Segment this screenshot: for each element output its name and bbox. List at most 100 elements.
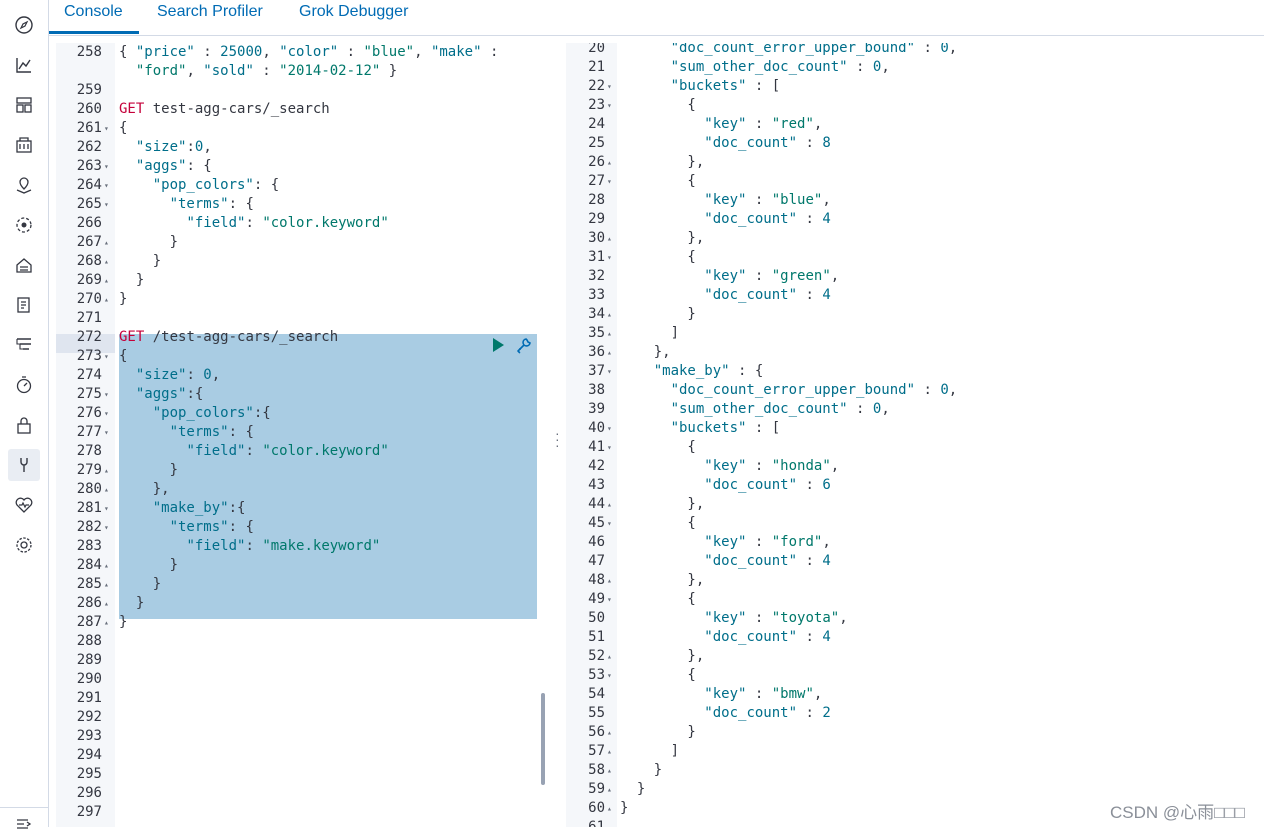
pane-resizer[interactable] (552, 43, 566, 827)
code-line: 265▾ "terms": { (56, 195, 552, 214)
fold-end-icon[interactable]: ▴ (104, 295, 109, 304)
line-number: 259 (76, 82, 102, 98)
resizer-handle-icon[interactable]: ··· (555, 425, 560, 453)
fold-end-icon[interactable]: ▴ (607, 652, 612, 661)
siem-icon[interactable] (14, 415, 34, 435)
fold-end-icon[interactable]: ▴ (104, 561, 109, 570)
line-number: 279 (76, 462, 102, 478)
fold-toggle-icon[interactable]: ▾ (607, 443, 612, 452)
code-text: "key" : "blue", (704, 192, 831, 208)
code-line: 27▾ { (566, 172, 1264, 191)
fold-toggle-icon[interactable]: ▾ (607, 519, 612, 528)
fold-toggle-icon[interactable]: ▾ (607, 177, 612, 186)
line-number: 264 (76, 177, 102, 193)
line-number: 283 (76, 538, 102, 554)
fold-toggle-icon[interactable]: ▾ (104, 200, 109, 209)
fold-end-icon[interactable]: ▴ (104, 466, 109, 475)
code-text: "doc_count" : 4 (704, 629, 831, 645)
code-line: 20 "doc_count_error_upper_bound" : 0, (566, 43, 1264, 58)
fold-end-icon[interactable]: ▴ (607, 747, 612, 756)
dev-tools-icon[interactable] (14, 455, 34, 475)
fold-end-icon[interactable]: ▴ (104, 485, 109, 494)
fold-end-icon[interactable]: ▴ (607, 728, 612, 737)
code-text: "key" : "green", (704, 268, 840, 284)
response-output[interactable]: 20 "doc_count_error_upper_bound" : 0,21 … (566, 43, 1264, 827)
request-editor[interactable]: 257{ "index" : {}}258{ "price" : 25000, … (56, 43, 552, 827)
fold-toggle-icon[interactable]: ▾ (607, 253, 612, 262)
code-text: }, (119, 481, 170, 497)
ml-icon[interactable] (14, 215, 34, 235)
line-number: 276 (76, 405, 102, 421)
tab-console[interactable]: Console (64, 3, 123, 20)
fold-toggle-icon[interactable]: ▾ (607, 595, 612, 604)
fold-end-icon[interactable]: ▴ (607, 766, 612, 775)
play-icon[interactable] (489, 336, 507, 354)
fold-end-icon[interactable]: ▴ (607, 310, 612, 319)
line-number: 34 (588, 306, 605, 322)
fold-toggle-icon[interactable]: ▾ (104, 504, 109, 513)
fold-end-icon[interactable]: ▴ (104, 238, 109, 247)
fold-end-icon[interactable]: ▴ (607, 804, 612, 813)
fold-end-icon[interactable]: ▴ (607, 234, 612, 243)
code-line: 32 "key" : "green", (566, 267, 1264, 286)
compass-icon[interactable] (14, 15, 34, 35)
line-number: 53 (588, 667, 605, 683)
fold-toggle-icon[interactable]: ▾ (607, 367, 612, 376)
fold-end-icon[interactable]: ▴ (104, 276, 109, 285)
fold-end-icon[interactable]: ▴ (607, 500, 612, 509)
apm-icon[interactable] (14, 335, 34, 355)
fold-end-icon[interactable]: ▴ (607, 348, 612, 357)
chart-icon[interactable] (14, 55, 34, 75)
fold-toggle-icon[interactable]: ▾ (104, 428, 109, 437)
line-number: 278 (76, 443, 102, 459)
editor-scrollbar[interactable] (541, 693, 545, 785)
code-line: 263▾ "aggs": { (56, 157, 552, 176)
line-number: 41 (588, 439, 605, 455)
fold-end-icon[interactable]: ▴ (607, 329, 612, 338)
dashboard-icon[interactable] (14, 95, 34, 115)
fold-toggle-icon[interactable]: ▾ (104, 352, 109, 361)
fold-toggle-icon[interactable]: ▾ (104, 124, 109, 133)
code-line: 286▴ } (56, 594, 552, 613)
code-line: 42 "key" : "honda", (566, 457, 1264, 476)
code-line: 293 (56, 727, 552, 746)
canvas-icon[interactable] (14, 135, 34, 155)
line-number: 266 (76, 215, 102, 231)
fold-toggle-icon[interactable]: ▾ (104, 523, 109, 532)
line-number: 267 (76, 234, 102, 250)
tab-search-profiler[interactable]: Search Profiler (157, 3, 263, 20)
fold-end-icon[interactable]: ▴ (607, 158, 612, 167)
logs-icon[interactable] (14, 295, 34, 315)
fold-toggle-icon[interactable]: ▾ (607, 101, 612, 110)
fold-end-icon[interactable]: ▴ (104, 618, 109, 627)
fold-end-icon[interactable]: ▴ (104, 599, 109, 608)
fold-end-icon[interactable]: ▴ (607, 576, 612, 585)
line-number: 58 (588, 762, 605, 778)
fold-toggle-icon[interactable]: ▾ (607, 671, 612, 680)
fold-toggle-icon[interactable]: ▾ (104, 390, 109, 399)
monitoring-icon[interactable] (14, 495, 34, 515)
line-number: 38 (588, 382, 605, 398)
wrench-icon[interactable] (515, 336, 533, 354)
fold-toggle-icon[interactable]: ▾ (607, 82, 612, 91)
fold-toggle-icon[interactable]: ▾ (104, 409, 109, 418)
line-number: 287 (76, 614, 102, 630)
fold-toggle-icon[interactable]: ▾ (607, 424, 612, 433)
editor-lines[interactable]: 257{ "index" : {}}258{ "price" : 25000, … (56, 43, 552, 822)
collapse-nav-icon[interactable] (0, 807, 48, 829)
fold-end-icon[interactable]: ▴ (607, 785, 612, 794)
dev-tools-tabs: Console Search Profiler Grok Debugger (49, 0, 1264, 36)
management-icon[interactable] (14, 535, 34, 555)
maps-icon[interactable] (14, 175, 34, 195)
tab-grok-debugger[interactable]: Grok Debugger (299, 3, 409, 20)
fold-end-icon[interactable]: ▴ (104, 580, 109, 589)
code-line: 26▴ }, (566, 153, 1264, 172)
infrastructure-icon[interactable] (14, 255, 34, 275)
code-line: 24 "key" : "red", (566, 115, 1264, 134)
fold-toggle-icon[interactable]: ▾ (104, 181, 109, 190)
fold-toggle-icon[interactable]: ▾ (104, 162, 109, 171)
fold-end-icon[interactable]: ▴ (104, 257, 109, 266)
uptime-icon[interactable] (14, 375, 34, 395)
code-line: 38 "doc_count_error_upper_bound" : 0, (566, 381, 1264, 400)
